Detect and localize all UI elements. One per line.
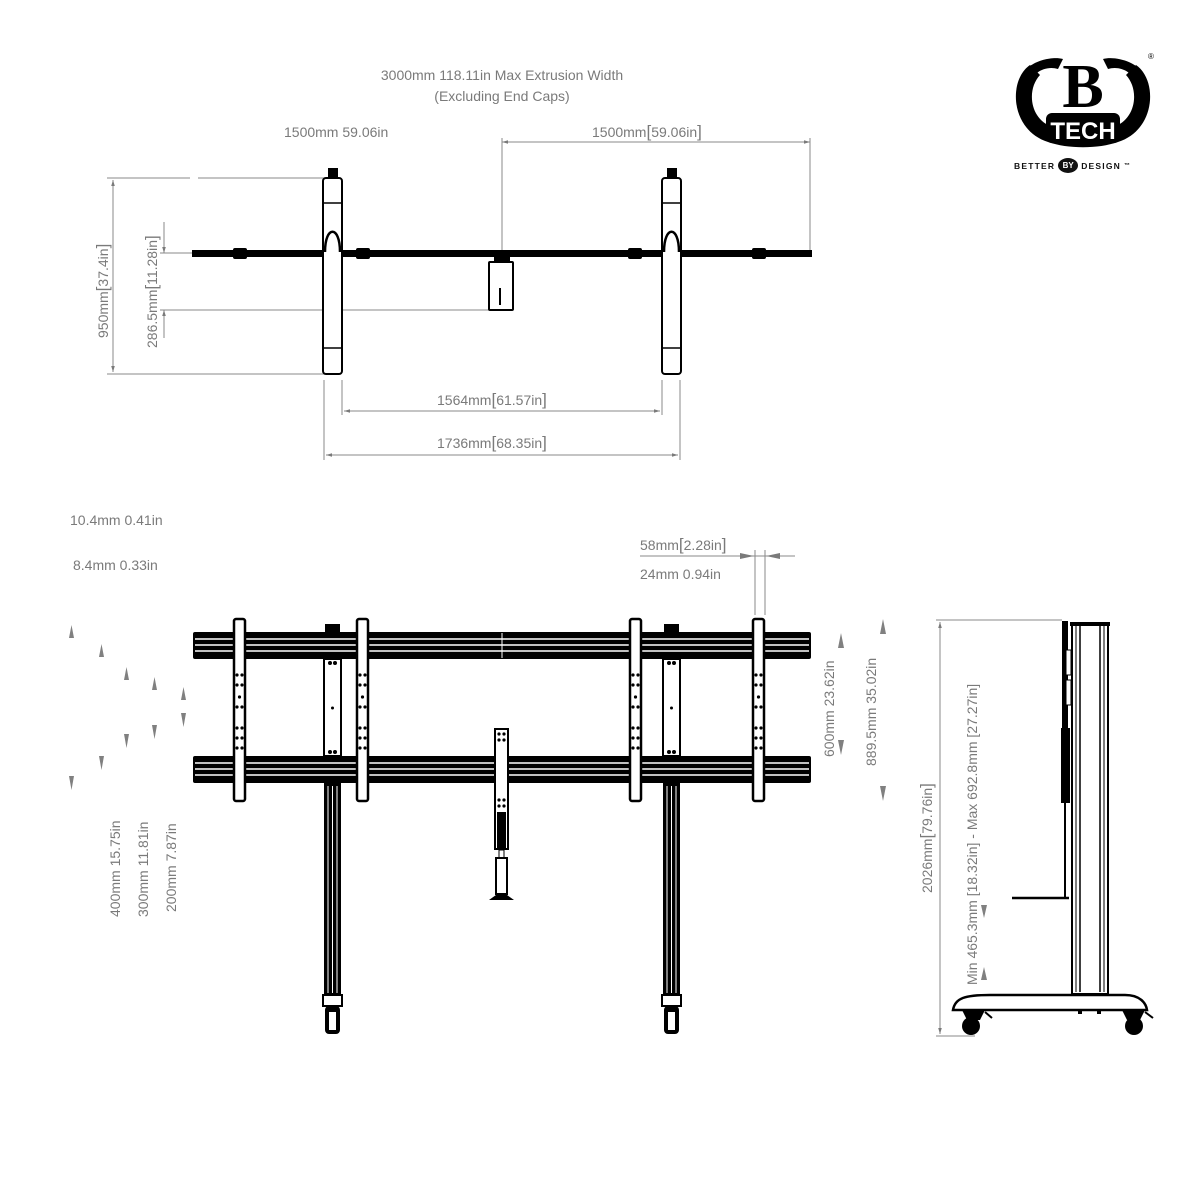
dim-in-value: 79.76in	[919, 787, 935, 834]
vesa-300: 300mm 11.81in	[135, 821, 151, 917]
front-shelf-column	[489, 728, 514, 900]
vesa-arm-holes	[235, 673, 763, 750]
tagline-better: BETTER	[1014, 160, 1056, 171]
dim-outer-1736: 1736mm[68.35in]	[437, 433, 547, 452]
vesa-400: 400mm 15.75in	[107, 820, 123, 917]
dim-mm-value: 950mm	[95, 291, 111, 338]
top-shelf-bracket	[488, 257, 514, 311]
dim-in-value: 37.4in	[95, 248, 111, 287]
dim-inner-1564: 1564mm[61.57in]	[437, 390, 547, 409]
max-extrusion-title: 3000mm 118.11in Max Extrusion Width	[380, 67, 624, 83]
dim-in-value: 2.28in	[683, 537, 722, 553]
top-upright-right	[661, 168, 682, 375]
dim-in-value: 61.57in	[496, 392, 543, 408]
dim-mm-value: 58mm	[640, 537, 679, 553]
dim-left-half-width: 1500mm 59.06in	[284, 124, 389, 140]
front-upright-right	[661, 624, 682, 1034]
dim-8-4: 8.4mm 0.33in	[73, 557, 158, 573]
dim-in-value: 11.28in	[144, 240, 160, 285]
btech-logo: B TECH ®	[1008, 45, 1158, 175]
btech-logo-emblem-icon: B TECH ®	[1015, 52, 1154, 148]
front-view	[69, 550, 886, 1034]
svg-text:B: B	[1062, 53, 1103, 121]
front-rail-top	[193, 632, 811, 659]
max-extrusion-subtitle: (Excluding End Caps)	[434, 88, 570, 104]
dim-in-value: 68.35in	[496, 435, 543, 451]
side-caster-left	[962, 1010, 993, 1035]
tagline-design: DESIGN	[1081, 160, 1121, 171]
dim-24: 24mm 0.94in	[640, 566, 721, 582]
vesa-arms	[232, 617, 766, 803]
dim-889-5: 889.5mm 35.02in	[863, 657, 879, 766]
dim-right-half-width: 1500mm[59.06in]	[592, 122, 702, 141]
dim-offset-286: 286.5mm[11.28in]	[142, 235, 161, 348]
dim-mm-value: 2026mm	[919, 838, 935, 893]
dim-mm-value: 1736mm	[437, 435, 492, 451]
svg-text:®: ®	[1148, 52, 1154, 61]
dim-mm-value: 1500mm	[592, 124, 647, 140]
top-upright-left	[322, 168, 343, 375]
dim-58: 58mm[2.28in]	[640, 535, 727, 554]
vesa-arrows	[69, 625, 186, 790]
tagline-tm: ™	[1124, 162, 1132, 169]
dim-shelf-height-range: Min 465.3mm [18.32in] - Max 692.8mm [27.…	[964, 683, 980, 985]
svg-text:TECH: TECH	[1050, 118, 1115, 145]
dim-600: 600mm 23.62in	[821, 660, 837, 757]
dim-10-4: 10.4mm 0.41in	[70, 512, 163, 528]
dim-mm-value: 1564mm	[437, 392, 492, 408]
side-caster-right	[1122, 1010, 1154, 1035]
vesa-200: 200mm 7.87in	[163, 823, 179, 912]
dim-depth-950: 950mm[37.4in]	[93, 243, 112, 338]
top-rail	[192, 250, 812, 257]
front-upright-left	[322, 624, 343, 1034]
tagline-by-badge: BY	[1058, 158, 1079, 173]
dim-mm-value: 286.5mm	[144, 289, 160, 348]
side-view	[936, 619, 1154, 1037]
dim-in-value: 59.06in	[651, 124, 698, 140]
dim-total-height: 2026mm[79.76in]	[917, 783, 936, 893]
top-view	[107, 138, 812, 460]
